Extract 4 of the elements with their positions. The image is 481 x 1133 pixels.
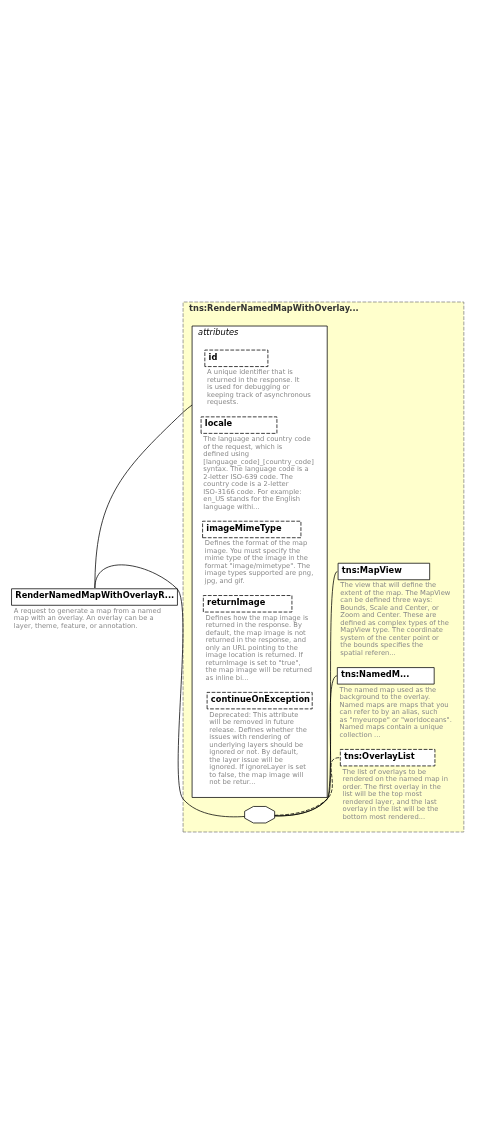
connector <box>94 404 193 588</box>
connector <box>94 564 245 817</box>
node-octagon <box>244 805 276 823</box>
connector <box>274 570 338 816</box>
